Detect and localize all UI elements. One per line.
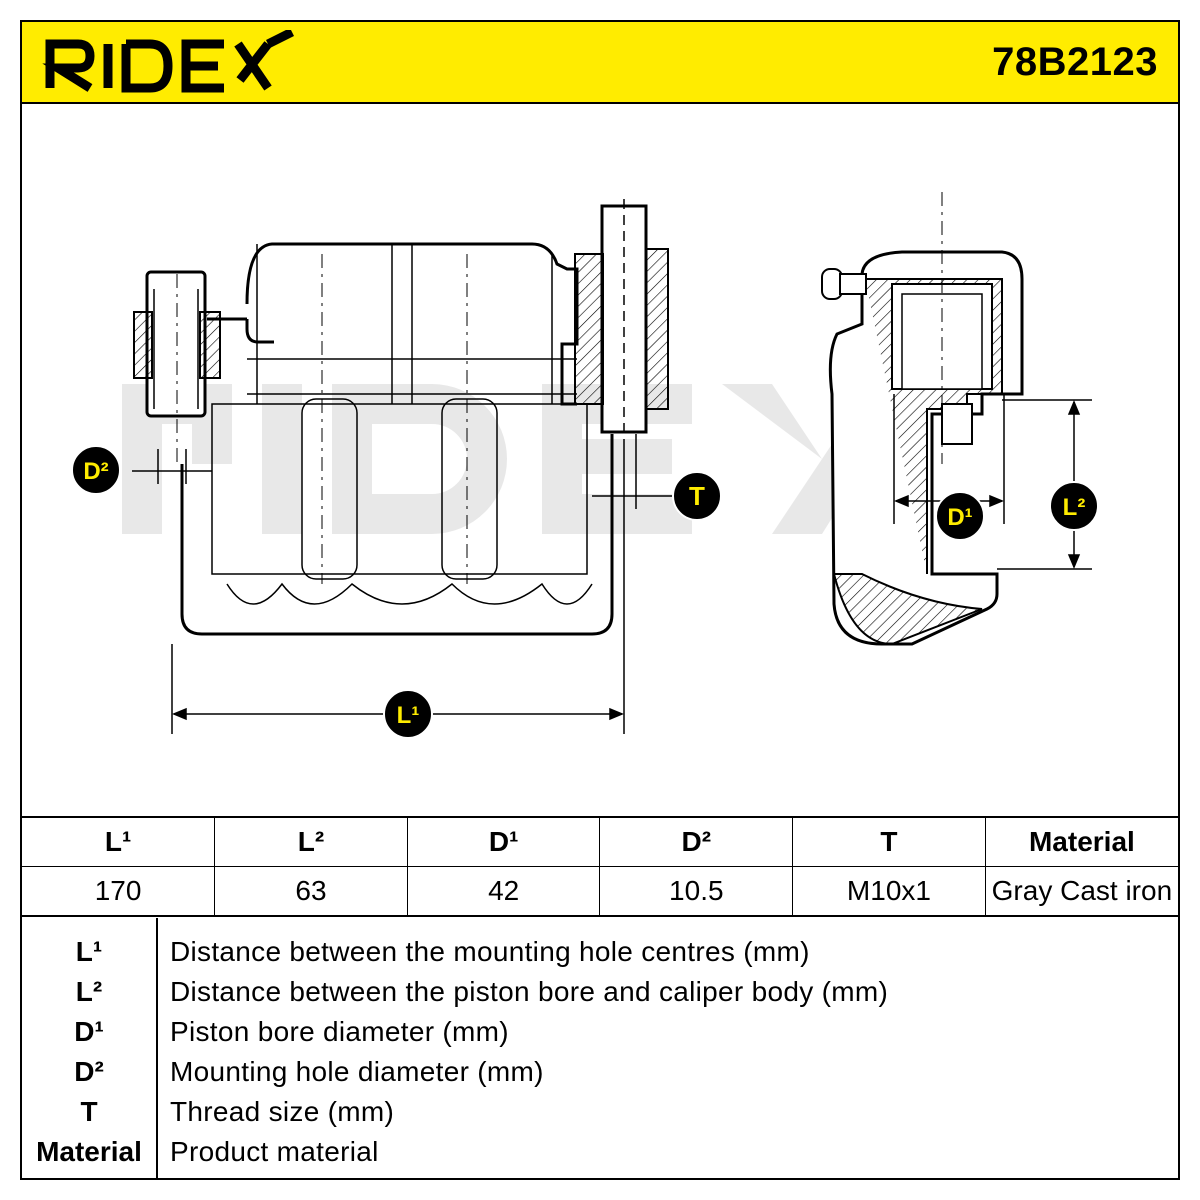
legend-desc-t: Thread size (mm) bbox=[170, 1096, 395, 1127]
svg-text:D¹: D¹ bbox=[947, 504, 972, 531]
part-number: 78B2123 bbox=[992, 40, 1158, 84]
spec-value-d1: 42 bbox=[407, 866, 601, 916]
header-bar: 78B2123 bbox=[22, 22, 1178, 104]
legend-key-l2: L² bbox=[75, 976, 103, 1007]
spec-value-l1: 170 bbox=[22, 866, 216, 916]
spec-header-material: Material bbox=[985, 817, 1178, 867]
legend-key-column bbox=[22, 918, 158, 1180]
spec-header-d1: D¹ bbox=[407, 817, 601, 867]
legend-desc-d1: Piston bore diameter (mm) bbox=[170, 1016, 509, 1047]
product-sheet: 78B2123 bbox=[20, 20, 1180, 1180]
svg-text:D²: D² bbox=[83, 458, 108, 485]
legend-desc-l2: Distance between the piston bore and cal… bbox=[170, 976, 889, 1007]
svg-text:T: T bbox=[689, 481, 705, 511]
badge-l2: L² bbox=[1049, 481, 1099, 531]
legend-key-t: T bbox=[80, 1096, 98, 1127]
spec-value-row: 170 63 42 10.5 M10x1 Gray Cast iron bbox=[22, 866, 1178, 916]
svg-text:L²: L² bbox=[1063, 494, 1086, 521]
spec-header-t: T bbox=[792, 817, 986, 867]
spec-value-t: M10x1 bbox=[792, 866, 986, 916]
caliper-front-view bbox=[133, 199, 669, 636]
dimension-lines-front bbox=[132, 434, 672, 734]
caliper-technical-drawing: D² T L¹ D¹ L² bbox=[71, 192, 1099, 739]
spec-header-l1: L¹ bbox=[22, 817, 216, 867]
legend-desc-l1: Distance between the mounting hole centr… bbox=[170, 936, 810, 967]
spec-header-l2: L² bbox=[214, 817, 408, 867]
spec-value-d2: 10.5 bbox=[599, 866, 794, 916]
badge-d2: D² bbox=[71, 445, 121, 495]
spec-header-d2: D² bbox=[599, 817, 794, 867]
legend-key-d1: D¹ bbox=[74, 1016, 104, 1047]
spec-value-l2: 63 bbox=[214, 866, 408, 916]
badge-t: T bbox=[672, 471, 722, 521]
legend-key-d2: D² bbox=[74, 1056, 104, 1087]
badge-l1: L¹ bbox=[383, 689, 433, 739]
caliper-side-view bbox=[821, 192, 1024, 646]
spec-table: L¹ L² D¹ D² T Material 170 63 42 10.5 M1… bbox=[22, 816, 1178, 917]
spec-header-row: L¹ L² D¹ D² T Material bbox=[22, 817, 1178, 867]
spec-value-material: Gray Cast iron bbox=[991, 875, 1173, 906]
legend-key-l1: L¹ bbox=[75, 936, 103, 967]
badge-d1: D¹ bbox=[935, 491, 985, 541]
legend-desc-material: Product material bbox=[170, 1136, 379, 1167]
legend: L¹ Distance between the mounting hole ce… bbox=[22, 918, 1178, 1180]
svg-text:L¹: L¹ bbox=[397, 702, 420, 729]
ridex-logo bbox=[42, 30, 295, 93]
legend-desc-d2: Mounting hole diameter (mm) bbox=[170, 1056, 544, 1087]
legend-key-material: Material bbox=[36, 1136, 142, 1167]
